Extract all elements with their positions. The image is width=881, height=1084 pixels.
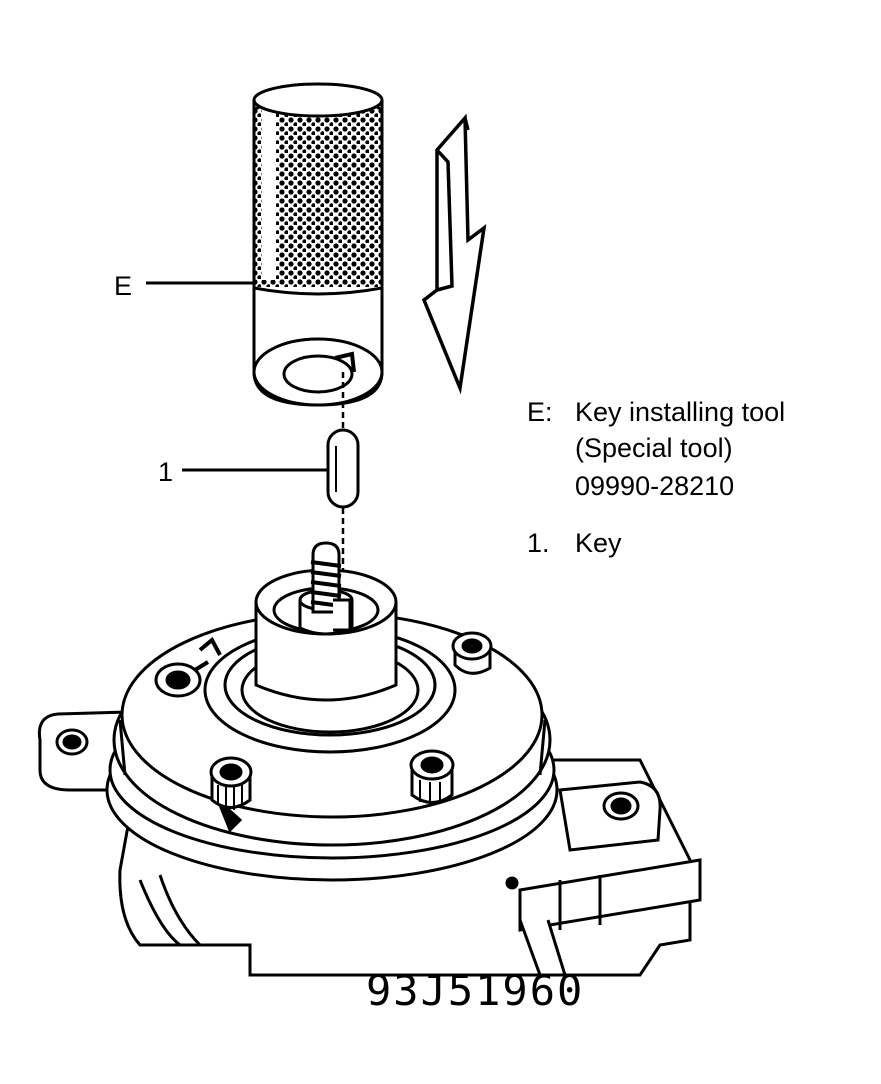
key-installing-tool (252, 82, 384, 407)
legend-key-prefix: 1. (527, 528, 550, 558)
callout-leaders (146, 281, 328, 472)
callout-tool-label: E (114, 271, 133, 301)
legend-tool-number: 09990-28210 (575, 471, 735, 501)
down-arrow-icon (421, 113, 487, 395)
tool-bore (282, 354, 354, 394)
bolt-upper-left (154, 662, 202, 698)
bolt-upper-right (451, 631, 493, 675)
callout-key-label: 1 (158, 457, 174, 487)
key-part (326, 428, 360, 509)
threaded-shaft (310, 541, 352, 632)
figure-code: 93J51960 (366, 966, 585, 1015)
legend-tool-type: (Special tool) (575, 433, 733, 463)
legend-key-name: Key (575, 528, 622, 558)
bolt-lower-right (409, 749, 455, 805)
bolt-lower-left (209, 756, 253, 810)
legend-tool-prefix: E: (527, 397, 553, 427)
legend-tool-name: Key installing tool (575, 397, 786, 427)
cover-bolts (154, 631, 493, 810)
